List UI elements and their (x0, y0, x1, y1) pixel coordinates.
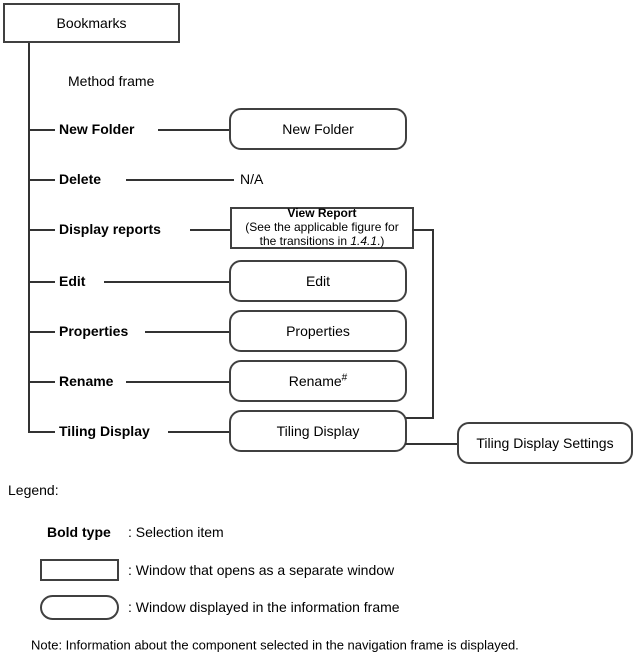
view-report-line2-prefix: the transitions in (259, 233, 351, 248)
connector-tiling-display (168, 431, 230, 433)
view-report-to-tiling-line (404, 417, 434, 419)
window-new-folder[interactable]: New Folder (229, 108, 407, 150)
window-view-report-line1: (See the applicable figure for (245, 220, 399, 235)
legend-separate-window-swatch (40, 559, 119, 581)
window-properties[interactable]: Properties (229, 310, 407, 352)
method-frame-label: Method frame (68, 73, 155, 89)
connector-display-reports (190, 229, 231, 231)
branch-line-display-reports (28, 229, 55, 231)
legend-separate-window-value: : Window that opens as a separate window (128, 562, 395, 578)
view-report-line2-suffix: .) (377, 233, 385, 248)
window-edit[interactable]: Edit (229, 260, 407, 302)
window-rename-label: Rename# (289, 373, 347, 389)
view-report-right-stub (412, 229, 434, 231)
branch-line-edit (28, 281, 55, 283)
window-properties-label: Properties (286, 323, 350, 339)
menu-item-properties[interactable]: Properties (59, 323, 129, 339)
menu-item-rename[interactable]: Rename (59, 373, 114, 389)
window-rename[interactable]: Rename# (229, 360, 407, 402)
menu-item-delete[interactable]: Delete (59, 171, 102, 187)
rename-footnote-marker: # (341, 372, 348, 384)
menu-item-display-reports[interactable]: Display reports (59, 221, 161, 237)
window-edit-label: Edit (305, 273, 331, 289)
root-node-bookmarks[interactable]: Bookmarks (3, 3, 180, 43)
connector-new-folder (158, 129, 230, 131)
legend-information-frame-swatch (40, 595, 119, 620)
connector-delete (126, 179, 234, 181)
view-report-drop-line (432, 229, 434, 418)
view-report-section-ref: 1.4.1 (350, 233, 378, 248)
branch-line-tiling-display (28, 431, 55, 433)
window-new-folder-label: New Folder (282, 121, 354, 137)
connector-tiling-display-settings (405, 443, 458, 445)
menu-item-edit[interactable]: Edit (59, 273, 86, 289)
window-view-report-title: View Report (287, 206, 357, 221)
window-rename-text: Rename (288, 373, 342, 389)
legend-bold-type-key: Bold type (47, 524, 111, 540)
branch-line-properties (28, 331, 55, 333)
window-tiling-display-settings-label: Tiling Display Settings (476, 435, 614, 451)
legend-bold-type-value: : Selection item (128, 524, 224, 540)
menu-item-tiling-display[interactable]: Tiling Display (59, 423, 150, 439)
window-tiling-display-label: Tiling Display (276, 423, 360, 439)
branch-line-rename (28, 381, 55, 383)
branch-line-delete (28, 179, 55, 181)
trunk-line (28, 43, 30, 432)
window-tiling-display[interactable]: Tiling Display (229, 410, 407, 452)
window-view-report-line2: the transitions in 1.4.1.) (259, 233, 385, 249)
window-view-report[interactable]: View Report (See the applicable figure f… (230, 207, 414, 249)
connector-rename (126, 381, 230, 383)
root-node-label: Bookmarks (56, 15, 127, 31)
menu-item-new-folder[interactable]: New Folder (59, 121, 135, 137)
connector-edit (104, 281, 230, 283)
connector-properties (145, 331, 230, 333)
branch-line-new-folder (28, 129, 55, 131)
legend-note: Note: Information about the component se… (31, 637, 519, 653)
window-tiling-display-settings[interactable]: Tiling Display Settings (457, 422, 633, 464)
legend-information-frame-value: : Window displayed in the information fr… (128, 599, 400, 615)
legend-title: Legend: (8, 482, 59, 498)
window-delete-na: N/A (240, 171, 264, 187)
